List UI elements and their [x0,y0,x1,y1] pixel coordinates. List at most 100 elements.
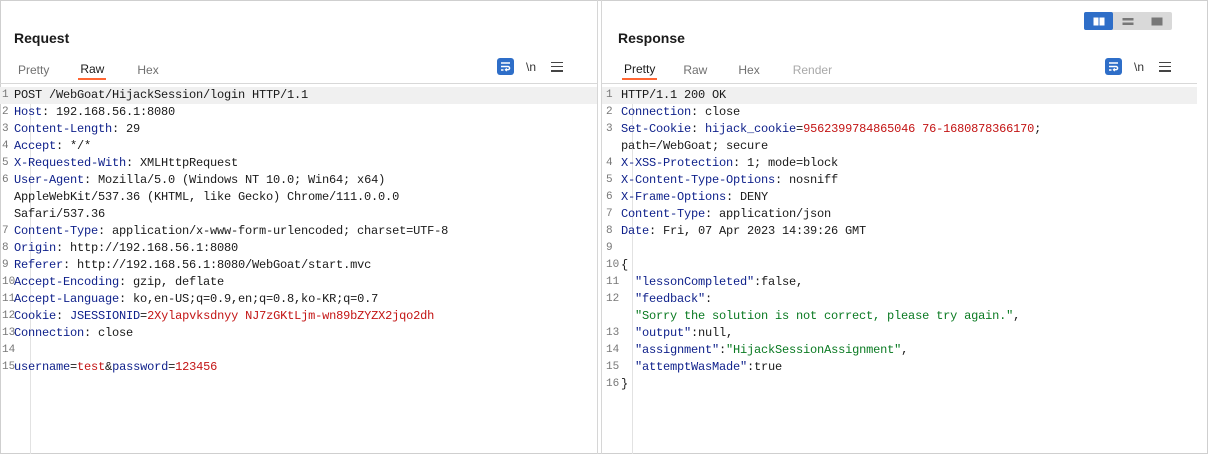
code-token: "Sorry the solution is not correct, plea… [635,309,1014,323]
tab-hex[interactable]: Hex [738,62,760,77]
code-text: Accept-Encoding: gzip, deflate [14,274,224,291]
code-line: 9 [602,240,1197,257]
code-token: : Fri, 07 Apr 2023 14:39:26 GMT [649,224,867,238]
code-text: X-Content-Type-Options: nosniff [621,172,838,189]
tab-pretty[interactable]: Pretty [622,62,658,80]
code-token: password [112,360,169,374]
line-number: 13 [2,327,16,339]
code-text: } [621,376,628,393]
line-number: 11 [2,293,16,305]
line-number: 7 [2,225,9,237]
single-panel-icon[interactable] [1142,12,1171,30]
code-token: Cookie [14,309,57,323]
code-token: : application/json [705,207,832,221]
code-text: "feedback": [621,291,712,308]
request-toolbar: \n [497,58,564,75]
tab-hex[interactable]: Hex [137,62,159,77]
gutter-divider [30,87,31,454]
code-token: = [140,309,148,323]
newline-toggle-icon[interactable]: \n [526,59,537,74]
code-token: : DENY [726,190,769,204]
menu-icon[interactable] [1159,61,1172,72]
code-token: : gzip, deflate [119,275,225,289]
tab-render[interactable]: Render [792,62,833,77]
response-title: Response [618,30,685,46]
line-number: 4 [606,157,613,169]
response-separator [602,83,1197,84]
wrap-lines-icon[interactable] [1105,58,1122,75]
code-line: 4 X-XSS-Protection: 1; mode=block [602,155,1197,172]
code-token: Accept-Encoding [14,275,120,289]
code-token: User-Agent [14,173,85,187]
code-text: Origin: http://192.168.56.1:8080 [14,240,238,257]
line-number: 8 [2,242,9,254]
code-text: path=/WebGoat; secure [621,138,768,155]
stacked-rows-icon[interactable] [1113,12,1142,30]
code-text: "attemptWasMade":true [621,359,782,376]
code-token: } [621,377,629,391]
code-token: , [1013,309,1021,323]
newline-toggle-icon[interactable]: \n [1134,59,1145,74]
code-token: { [621,258,629,272]
line-number: 5 [2,157,9,169]
code-token: "assignment" [635,343,720,357]
side-by-side-icon[interactable] [1084,12,1113,30]
code-token: JSESSIONID [70,309,141,323]
code-token: :false, [754,275,804,289]
line-number: 15 [2,361,16,373]
request-title: Request [14,30,70,46]
code-token: = [796,122,804,136]
code-text: "lessonCompleted":false, [621,274,803,291]
code-text: Content-Length: 29 [14,121,140,138]
code-line: 14 "assignment":"HijackSessionAssignment… [602,342,1197,359]
code-token: : http://192.168.56.1:8080 [56,241,239,255]
code-text: Accept: */* [14,138,91,155]
code-token: Set-Cookie [621,122,692,136]
code-token: Host [14,105,43,119]
tab-raw[interactable]: Raw [683,62,708,77]
code-token: : 29 [112,122,141,136]
vertical-scrollbar[interactable] [1197,40,1208,454]
code-token: X-Frame-Options [621,190,727,204]
code-token: path=/WebGoat; secure [621,139,769,153]
code-text: X-XSS-Protection: 1; mode=block [621,155,838,172]
code-line: 12 "feedback": [602,291,1197,308]
code-token: : [691,122,706,136]
line-number: 3 [2,123,9,135]
code-token: "lessonCompleted" [635,275,755,289]
code-token: : close [691,105,741,119]
code-token: :true [747,360,783,374]
layout-toggle [1084,12,1172,30]
code-line: path=/WebGoat; secure [602,138,1197,155]
tab-pretty[interactable]: Pretty [18,62,50,77]
code-token: : 192.168.56.1:8080 [42,105,176,119]
code-token: : 1; mode=block [733,156,839,170]
code-token: : [719,343,727,357]
code-token: : application/x-www-form-urlencoded; cha… [98,224,449,238]
code-token: username [14,360,71,374]
line-number: 5 [606,174,613,186]
code-token [621,326,635,340]
line-number: 10 [606,259,620,271]
code-token [621,309,635,323]
code-token: = [168,360,176,374]
code-token: "output" [635,326,692,340]
line-number: 6 [606,191,613,203]
code-text: "output":null, [621,325,733,342]
code-token: Accept [14,139,57,153]
line-number: 7 [606,208,613,220]
line-number: 2 [606,106,613,118]
menu-icon[interactable] [551,61,564,72]
tab-raw[interactable]: Raw [78,62,107,80]
code-text: POST /WebGoat/HijackSession/login HTTP/1… [14,87,308,104]
wrap-lines-icon[interactable] [497,58,514,75]
code-token: Accept-Language [14,292,120,306]
code-text: Set-Cookie: hijack_cookie=95623997848650… [621,121,1041,138]
